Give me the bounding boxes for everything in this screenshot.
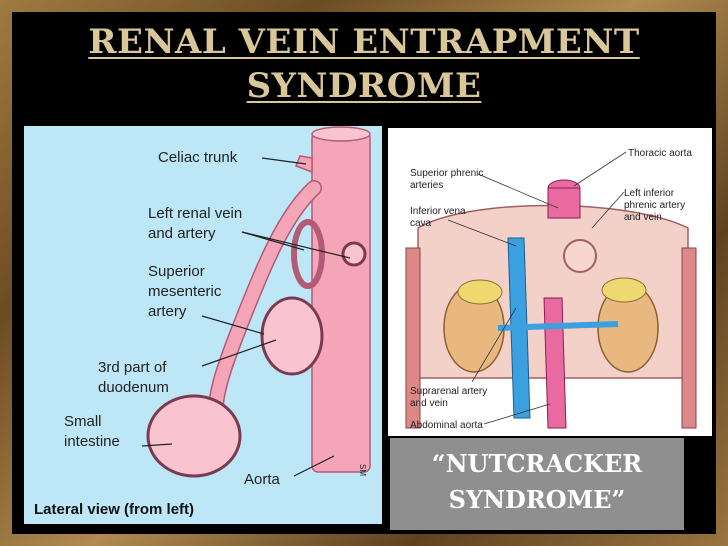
renal-leader-2 [241, 231, 351, 259]
lateral-view-svg: Celiac trunk Left renal vein and artery … [34, 126, 371, 518]
label-thoracic-aorta: Thoracic aorta [628, 148, 692, 159]
caption-line-2: SYNDROME” [448, 485, 626, 514]
small-intestine-shape [146, 394, 242, 478]
abdominal-aorta-vessel [543, 297, 567, 429]
label-phrenic-1: Superior phrenic [410, 168, 483, 179]
esophagus-shape [563, 239, 597, 273]
anterior-view-svg: Thoracic aorta Superior phrenic arteries… [405, 148, 697, 431]
caption-line-1: “NUTCRACKER [431, 449, 643, 478]
label-supra-2: and vein [410, 398, 448, 409]
label-duodenum-1: 3rd part of [98, 359, 167, 376]
label-small-2: intestine [64, 433, 120, 450]
label-duodenum-2: duodenum [98, 379, 169, 396]
label-sma-1: Superior [148, 263, 205, 280]
label-lip-2: phrenic artery [624, 200, 685, 211]
aorta-vessel [311, 131, 371, 473]
sma-vessel-fill [209, 181, 321, 423]
label-sma-3: artery [148, 303, 187, 320]
celiac-leader [261, 157, 307, 165]
label-abdominal-aorta: Abdominal aorta [410, 420, 483, 431]
intestine-leader [141, 443, 173, 447]
sma-leader [201, 315, 265, 335]
label-ivc-1: Inferior vena [410, 206, 466, 217]
label-renal-2: and artery [148, 225, 216, 242]
left-adrenal-shape [457, 279, 503, 305]
renal-artery-circle [341, 241, 367, 267]
label-sma-2: mesenteric [148, 283, 222, 300]
label-small-1: Small [64, 413, 102, 430]
label-ivc-2: cava [410, 218, 432, 229]
right-muscle-column [681, 247, 697, 429]
label-supra-1: Suprarenal artery [410, 386, 487, 397]
thoracic-leader [573, 151, 627, 187]
label-renal-1: Left renal vein [148, 205, 242, 222]
label-celiac-trunk: Celiac trunk [158, 149, 238, 166]
title-line-2: SYNDROME [246, 66, 482, 106]
nutcracker-caption: “NUTCRACKER SYNDROME” [390, 446, 684, 518]
artist-signature: SM [358, 464, 367, 476]
renal-vein-loop [291, 219, 325, 289]
abdominal-leader [483, 403, 551, 425]
anterior-view-diagram: Thoracic aorta Superior phrenic arteries… [388, 128, 712, 436]
label-lip-1: Left inferior [624, 188, 675, 199]
slide-title: RENAL VEIN ENTRAPMENT SYNDROME [12, 20, 716, 108]
slide-canvas: RENAL VEIN ENTRAPMENT SYNDROME [12, 12, 716, 534]
label-phrenic-2: arteries [410, 180, 443, 191]
ivc-leader [447, 219, 517, 247]
left-muscle-column [405, 247, 421, 429]
label-lip-3: and vein [624, 212, 662, 223]
phrenic-leader [477, 173, 559, 209]
label-aorta: Aorta [244, 471, 281, 488]
thoracic-aorta-body [547, 187, 581, 219]
nutcracker-caption-box: “NUTCRACKER SYNDROME” [390, 438, 684, 530]
duodenum-shape [260, 296, 324, 376]
renal-vein-shape [497, 321, 619, 331]
duodenum-leader [201, 339, 277, 367]
supra-leader [471, 307, 517, 383]
aorta-leader [293, 455, 335, 477]
aorta-top [311, 126, 371, 142]
lateral-view-caption: Lateral view (from left) [34, 501, 194, 518]
lateral-view-diagram: Celiac trunk Left renal vein and artery … [24, 126, 382, 524]
title-line-1: RENAL VEIN ENTRAPMENT [88, 22, 640, 62]
right-adrenal-shape [601, 277, 647, 303]
lip-leader [591, 191, 625, 229]
